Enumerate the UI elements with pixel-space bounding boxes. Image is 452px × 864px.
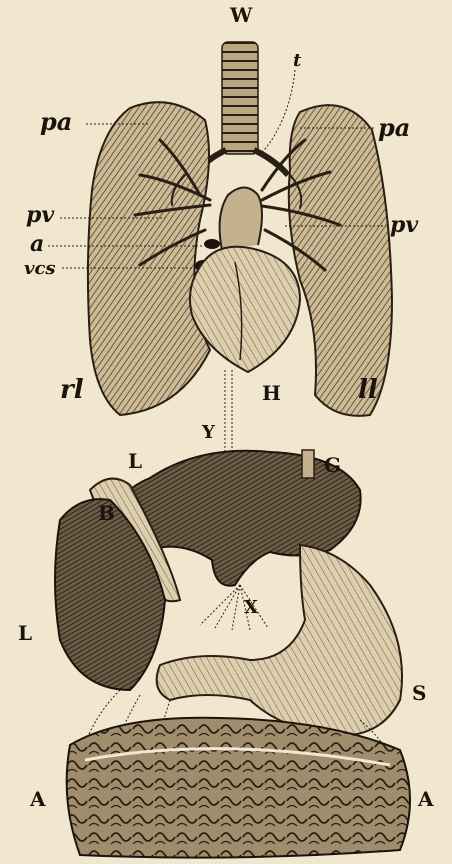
vessel-opening-a <box>204 239 220 249</box>
aorta-arch <box>220 188 262 251</box>
label-A-right: A <box>417 787 434 811</box>
label-S: S <box>412 681 426 705</box>
label-H: H <box>262 381 281 405</box>
label-X: X <box>244 597 258 618</box>
label-Y: Y <box>201 422 216 443</box>
label-L-left: L <box>18 621 32 645</box>
label-a: a <box>30 231 44 257</box>
label-B: B <box>98 501 115 525</box>
label-pa-left: pa <box>40 107 72 136</box>
label-W: W <box>229 3 253 27</box>
label-A-left: A <box>29 787 46 811</box>
label-t: t <box>293 50 302 71</box>
label-vcs: vcs <box>24 258 56 279</box>
label-L-top: L <box>128 449 142 473</box>
label-pv-right: pv <box>390 212 418 238</box>
label-G: G <box>324 453 341 477</box>
gullet <box>302 450 314 478</box>
label-rl: rl <box>60 375 84 405</box>
label-pa-right: pa <box>378 113 410 142</box>
label-ll: ll <box>358 375 378 405</box>
intestines <box>67 718 410 858</box>
label-pv-left: pv <box>26 202 54 228</box>
